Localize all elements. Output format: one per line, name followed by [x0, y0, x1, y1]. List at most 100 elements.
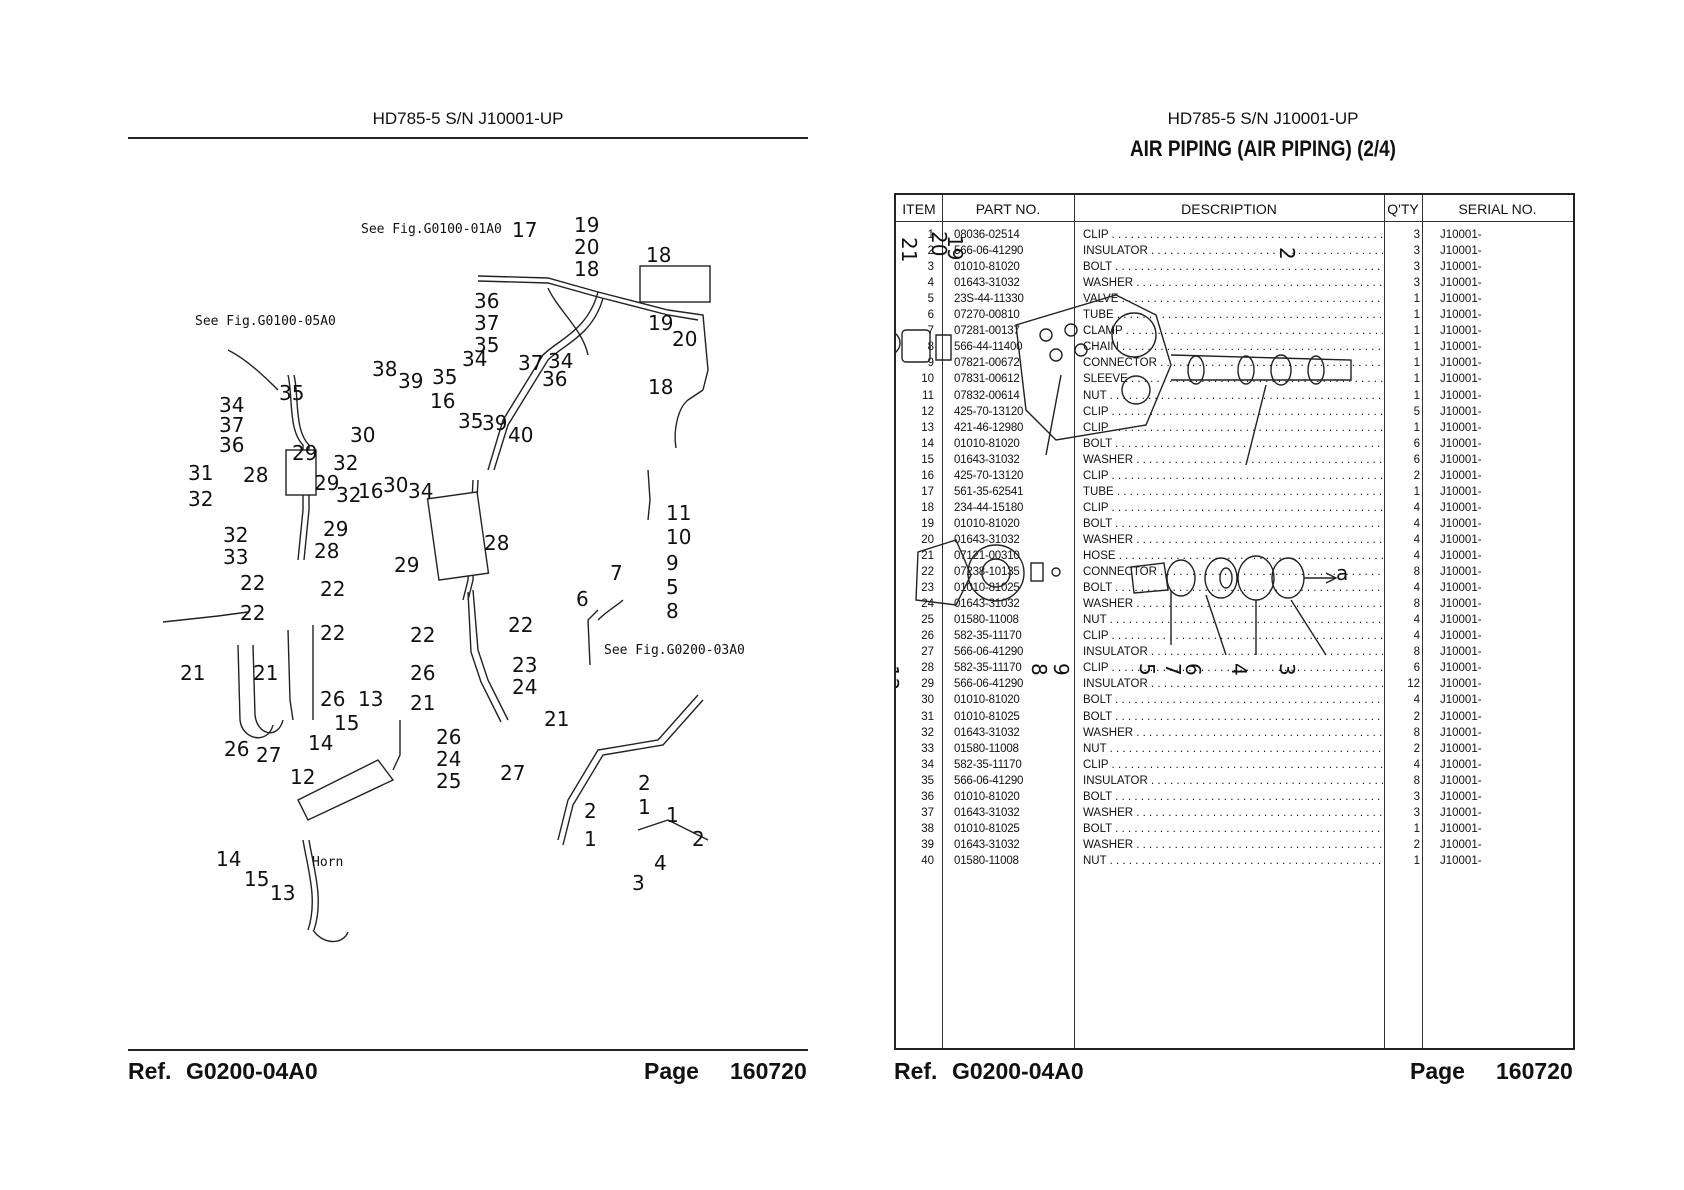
svg-text:22: 22	[240, 571, 265, 595]
part-number: 561-35-62541	[954, 485, 1024, 498]
serial-number: J10001-	[1440, 694, 1482, 707]
description: WASHER . . . . . . . . . . . . . . . . .…	[1083, 598, 1383, 611]
svg-text:18: 18	[648, 375, 673, 399]
page-label: Page	[644, 1058, 699, 1084]
description: BOLT . . . . . . . . . . . . . . . . . .…	[1083, 710, 1383, 723]
description: SLEEVE . . . . . . . . . . . . . . . . .…	[1083, 373, 1383, 386]
part-number: 234-44-15180	[954, 501, 1024, 514]
serial-number: J10001-	[1440, 245, 1482, 258]
item-number: 28	[921, 662, 934, 675]
horn-label: Horn	[312, 855, 343, 870]
exploded-parts-diagram: See Fig.G0100-01A0 See Fig.G0100-05A0 Se…	[162, 213, 745, 943]
serial-number: J10001-	[1440, 646, 1482, 659]
svg-text:22: 22	[240, 601, 265, 625]
quantity: 6	[1413, 453, 1420, 466]
quantity: 2	[1413, 469, 1420, 482]
serial-number: J10001-	[1440, 550, 1482, 562]
serial-number: J10001-	[1440, 405, 1482, 418]
svg-text:21: 21	[544, 707, 569, 731]
serial-number: J10001-	[1440, 758, 1482, 771]
quantity: 8	[1413, 774, 1420, 787]
description: CLIP . . . . . . . . . . . . . . . . . .…	[1083, 405, 1383, 418]
item-number: 21	[921, 550, 934, 562]
svg-text:20: 20	[672, 327, 697, 351]
right-page-header: HD785-5 S/N J10001-UP	[1167, 109, 1359, 128]
serial-number: J10001-	[1440, 742, 1482, 755]
svg-text:13: 13	[358, 687, 383, 711]
serial-number: J10001-	[1440, 277, 1482, 290]
svg-text:29: 29	[292, 441, 317, 465]
part-number: 566-06-41290	[954, 678, 1024, 691]
see-note-g0100-01a0: See Fig.G0100-01A0	[361, 222, 502, 237]
quantity: 2	[1413, 710, 1420, 723]
quantity: 2	[1413, 742, 1420, 755]
svg-text:30: 30	[383, 473, 408, 497]
quantity: 3	[1413, 261, 1420, 274]
serial-number: J10001-	[1440, 678, 1482, 691]
svg-text:29: 29	[314, 471, 339, 495]
item-number: 17	[921, 485, 934, 498]
serial-number: J10001-	[1440, 582, 1482, 595]
svg-text:17: 17	[512, 218, 537, 242]
item-number: 11	[922, 389, 934, 402]
svg-text:15: 15	[244, 867, 269, 891]
column-divider	[1422, 195, 1423, 1048]
serial-number: J10001-	[1440, 710, 1482, 723]
item-number: 32	[921, 726, 934, 739]
serial-number: J10001-	[1440, 630, 1482, 643]
part-number: 07831-00612	[954, 373, 1020, 386]
item-number: 12	[921, 405, 934, 418]
svg-text:39: 39	[398, 369, 423, 393]
description: BOLT . . . . . . . . . . . . . . . . . .…	[1083, 822, 1383, 835]
col-header-part-no: PART NO.	[975, 201, 1041, 217]
left-page: HD785-5 S/N J10001-UP	[128, 109, 808, 1084]
ref-value: G0200-04A0	[186, 1058, 318, 1084]
page-number: 160720	[1496, 1058, 1573, 1084]
serial-number: J10001-	[1440, 485, 1482, 498]
part-number: 01010-81025	[954, 710, 1020, 723]
serial-number: J10001-	[1440, 357, 1482, 370]
svg-text:12: 12	[290, 765, 315, 789]
description: BOLT . . . . . . . . . . . . . . . . . .…	[1083, 517, 1383, 530]
part-number: 07121-00310	[954, 550, 1020, 562]
svg-text:27: 27	[500, 761, 525, 785]
serial-number: J10001-	[1440, 469, 1482, 482]
item-number: 20	[921, 533, 934, 546]
svg-text:16: 16	[358, 479, 383, 503]
svg-text:1: 1	[584, 827, 597, 851]
svg-text:2: 2	[584, 799, 597, 823]
svg-text:35: 35	[279, 381, 304, 405]
serial-number: J10001-	[1440, 806, 1482, 819]
quantity: 4	[1413, 517, 1420, 530]
parts-table: ITEM PART NO. DESCRIPTION Q'TY SERIAL NO…	[894, 193, 1575, 1050]
description: BOLT . . . . . . . . . . . . . . . . . .…	[1083, 582, 1383, 595]
part-number: 582-35-11170	[954, 662, 1022, 675]
svg-text:34: 34	[408, 479, 433, 503]
svg-text:21: 21	[253, 661, 278, 685]
part-number: 01580-11008	[954, 742, 1019, 755]
svg-text:7: 7	[610, 561, 623, 585]
svg-text:26: 26	[410, 661, 435, 685]
svg-text:22: 22	[320, 577, 345, 601]
description: VALVE . . . . . . . . . . . . . . . . . …	[1083, 293, 1383, 306]
serial-number: J10001-	[1440, 790, 1482, 803]
svg-text:22: 22	[410, 623, 435, 647]
description: NUT . . . . . . . . . . . . . . . . . . …	[1083, 614, 1383, 627]
part-number: 566-06-41290	[954, 245, 1024, 258]
item-number: 6	[927, 309, 934, 322]
svg-text:37: 37	[518, 351, 543, 375]
quantity: 3	[1413, 790, 1420, 803]
svg-text:39: 39	[482, 411, 507, 435]
page-title: AIR PIPING (AIR PIPING) (2/4)	[1130, 136, 1396, 161]
svg-text:28: 28	[314, 539, 339, 563]
svg-text:36: 36	[219, 433, 244, 457]
description: CHAIN . . . . . . . . . . . . . . . . . …	[1083, 341, 1383, 354]
serial-number: J10001-	[1440, 838, 1482, 851]
